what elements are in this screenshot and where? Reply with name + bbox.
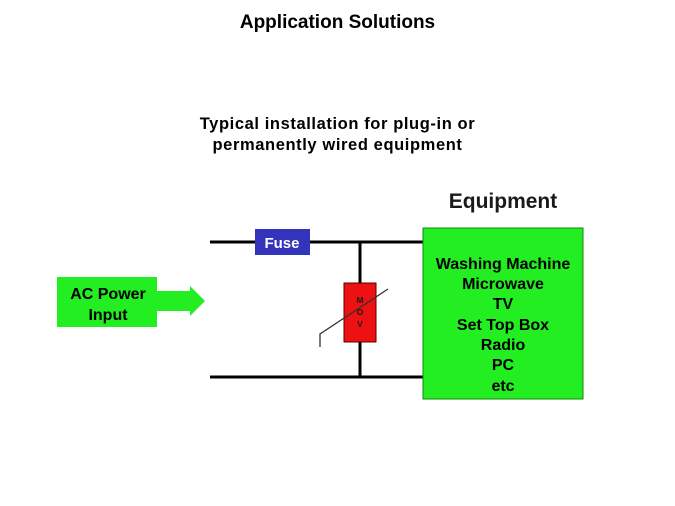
ac-power-input: AC Power Input: [57, 277, 205, 327]
mov-letter-v: V: [357, 319, 363, 329]
mov: M O V: [319, 282, 389, 347]
equipment: Equipment Washing Machine Microwave TV S…: [422, 190, 584, 400]
page-title: Application Solutions: [239, 12, 436, 33]
mov-box: [343, 282, 377, 343]
equipment-box: [422, 227, 584, 400]
fuse-label: Fuse: [264, 235, 299, 252]
mov-symbol-icon: [319, 288, 389, 347]
mov-letter-m: M: [356, 295, 363, 305]
equipment-item-pc: PC: [492, 357, 515, 374]
equipment-item-radio: Radio: [481, 337, 526, 354]
fuse: Fuse: [255, 229, 310, 255]
ac-power-label-line-2: Input: [88, 307, 128, 324]
equipment-heading: Equipment: [449, 190, 558, 213]
wires: [210, 240, 423, 379]
page-subtitle: Typical installation for plug-in or perm…: [0, 114, 675, 156]
equipment-item-etc: etc: [491, 378, 514, 395]
subtitle-line-1: Typical installation for plug-in or: [199, 115, 476, 133]
ac-power-box: [57, 277, 157, 327]
equipment-item-washing-machine: Washing Machine: [436, 256, 571, 273]
equipment-item-tv: TV: [493, 296, 514, 313]
equipment-item-microwave: Microwave: [462, 276, 544, 293]
ac-arrow-icon: [157, 286, 205, 316]
subtitle-line-2: permanently wired equipment: [212, 136, 463, 154]
equipment-item-set-top-box: Set Top Box: [457, 317, 549, 334]
mov-letter-o: O: [357, 307, 364, 317]
fuse-box: [255, 229, 310, 255]
ac-power-label-line-1: AC Power: [70, 286, 146, 303]
